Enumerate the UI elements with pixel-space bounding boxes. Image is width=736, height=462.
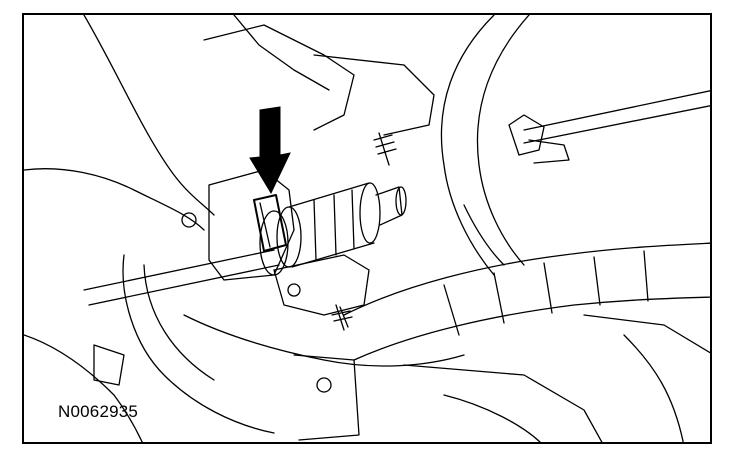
bracket-bolt-hole (181, 212, 197, 228)
lower-panel-2 (443, 394, 541, 442)
threaded-stud-top (373, 132, 397, 166)
upper-bracket-2 (233, 15, 330, 91)
upper-bracket (203, 24, 355, 131)
shift-rod-top (83, 249, 275, 291)
lower-bracket (293, 354, 360, 441)
arrow-down-icon (249, 106, 291, 195)
harness-lower (183, 314, 465, 367)
actuator-nozzle (375, 186, 403, 226)
panel-outline-left-2 (24, 168, 205, 231)
technical-illustration (24, 15, 710, 442)
lower-bolt (316, 377, 332, 393)
actuator-nozzle-tip (395, 186, 407, 216)
left-lower-curve (24, 334, 143, 442)
actuator-body-top (288, 182, 370, 208)
harness-top (343, 242, 710, 316)
panel-inner-curve-2 (143, 264, 215, 381)
mount-bracket-flange (273, 254, 370, 316)
right-cable-bottom (523, 105, 710, 144)
panel-outline-left (83, 15, 215, 216)
hose-outer (440, 15, 495, 276)
threaded-stud (331, 304, 353, 331)
panel-inner-curve (122, 254, 275, 434)
hose-edge (463, 204, 505, 266)
figure-frame: N0062935 (22, 13, 712, 444)
actuator-rib-2 (333, 194, 337, 256)
bracket-bolt-hole-2 (287, 283, 301, 297)
right-cable-top (523, 90, 710, 131)
left-lower-tab (93, 344, 125, 386)
actuator-rib-3 (351, 189, 355, 250)
locking-tab-edge (259, 202, 271, 248)
actuator-body-bottom (291, 242, 375, 268)
lower-panel (403, 364, 603, 442)
harness-bottom (353, 296, 710, 361)
cable-clip (508, 114, 545, 156)
figure-id-label: N0062935 (58, 402, 139, 421)
harness-wrap (443, 250, 649, 336)
actuator-end-cap (259, 210, 289, 276)
actuator-rib (313, 199, 317, 261)
shift-rod-bottom (88, 264, 280, 306)
actuator-rear (359, 182, 381, 244)
cable-clip-2 (528, 139, 570, 164)
upper-plate (313, 54, 435, 136)
hose-inner (476, 15, 530, 266)
lower-right-panel-2 (623, 334, 684, 442)
lower-right-panel (583, 314, 710, 354)
locking-tab (253, 194, 287, 252)
